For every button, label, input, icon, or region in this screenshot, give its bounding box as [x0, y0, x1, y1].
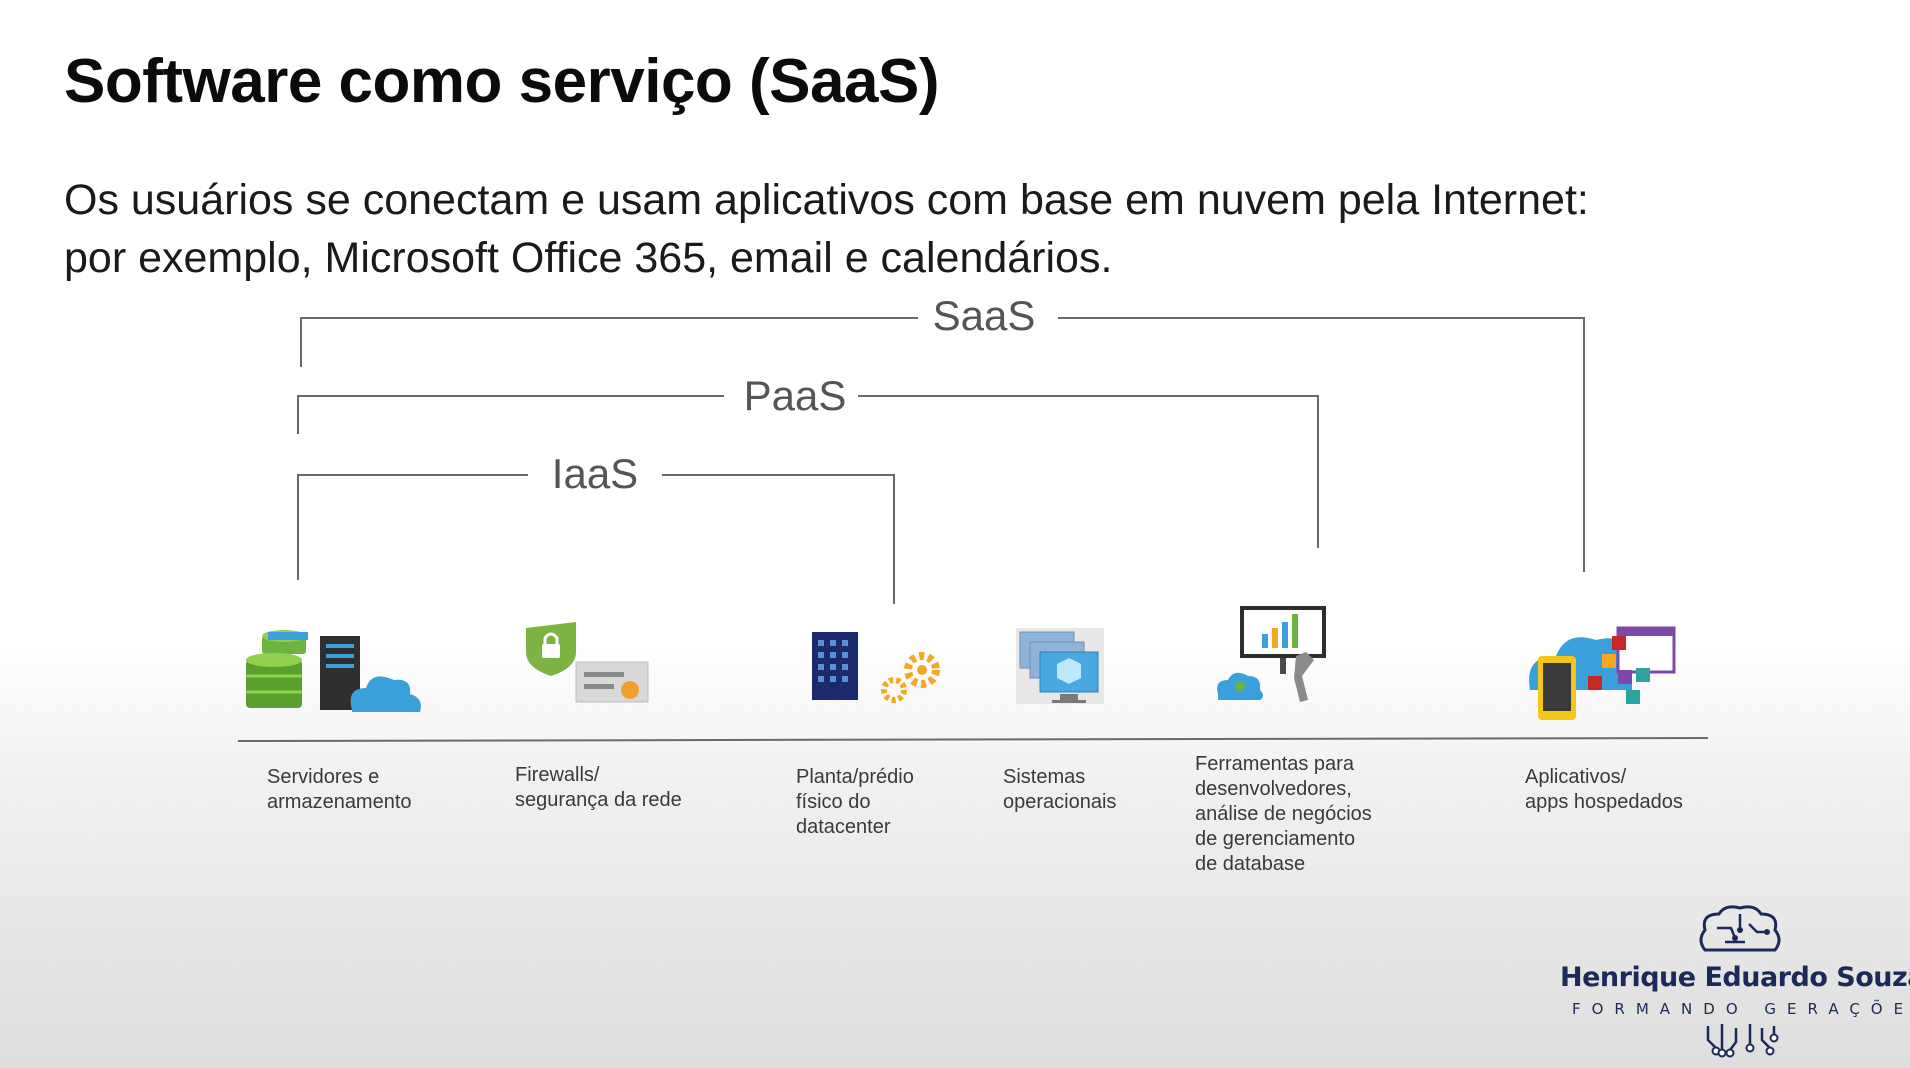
saas-bracket-label: SaaS — [933, 292, 1036, 339]
logo-brand-name: Henrique Eduardo Souza — [1560, 962, 1910, 993]
iaas-bracket-line — [297, 474, 895, 604]
iaas-bracket-label: IaaS — [552, 450, 638, 497]
slide-subtitle-line-2: por exemplo, Microsoft Office 365, email… — [64, 234, 1113, 282]
paas-bracket-label: PaaS — [744, 372, 847, 419]
brain-circuit-icon — [1699, 905, 1781, 952]
diagram-baseline — [237, 737, 1709, 742]
slide-title: Software como serviço (SaaS) — [64, 47, 939, 116]
circuit-traces-icon — [1706, 1024, 1779, 1058]
column-label-sistemas: Sistemas operacionais — [1003, 766, 1117, 813]
column-label-aplicativos: Aplicativos/ apps hospedados — [1525, 766, 1683, 813]
paas-bracket-line — [297, 395, 1319, 548]
slide-subtitle-line-1: Os usuários se conectam e usam aplicativ… — [64, 176, 1589, 224]
column-label-ferramentas: Ferramentas para desenvolvedores, anális… — [1195, 753, 1372, 875]
column-label-datacenter: Planta/prédio físico do datacenter — [796, 766, 914, 838]
column-label-servidores: Servidores e armazenamento — [267, 766, 412, 813]
hosted-apps-icon — [1529, 626, 1676, 720]
presenter-logo: Henrique Eduardo Souza FORMANDO GERAÇÕES — [1560, 900, 1910, 1060]
saas-bracket-line — [300, 317, 1585, 572]
logo-tagline: FORMANDO GERAÇÕES — [1572, 1000, 1910, 1018]
column-label-firewalls: Firewalls/ segurança da rede — [515, 764, 682, 811]
datacenter-building-icon — [812, 632, 940, 703]
servers-storage-icon — [246, 630, 421, 712]
developer-tools-icon — [1217, 606, 1326, 702]
operating-system-monitor-icon — [1016, 628, 1104, 704]
firewall-shield-icon — [526, 622, 649, 703]
